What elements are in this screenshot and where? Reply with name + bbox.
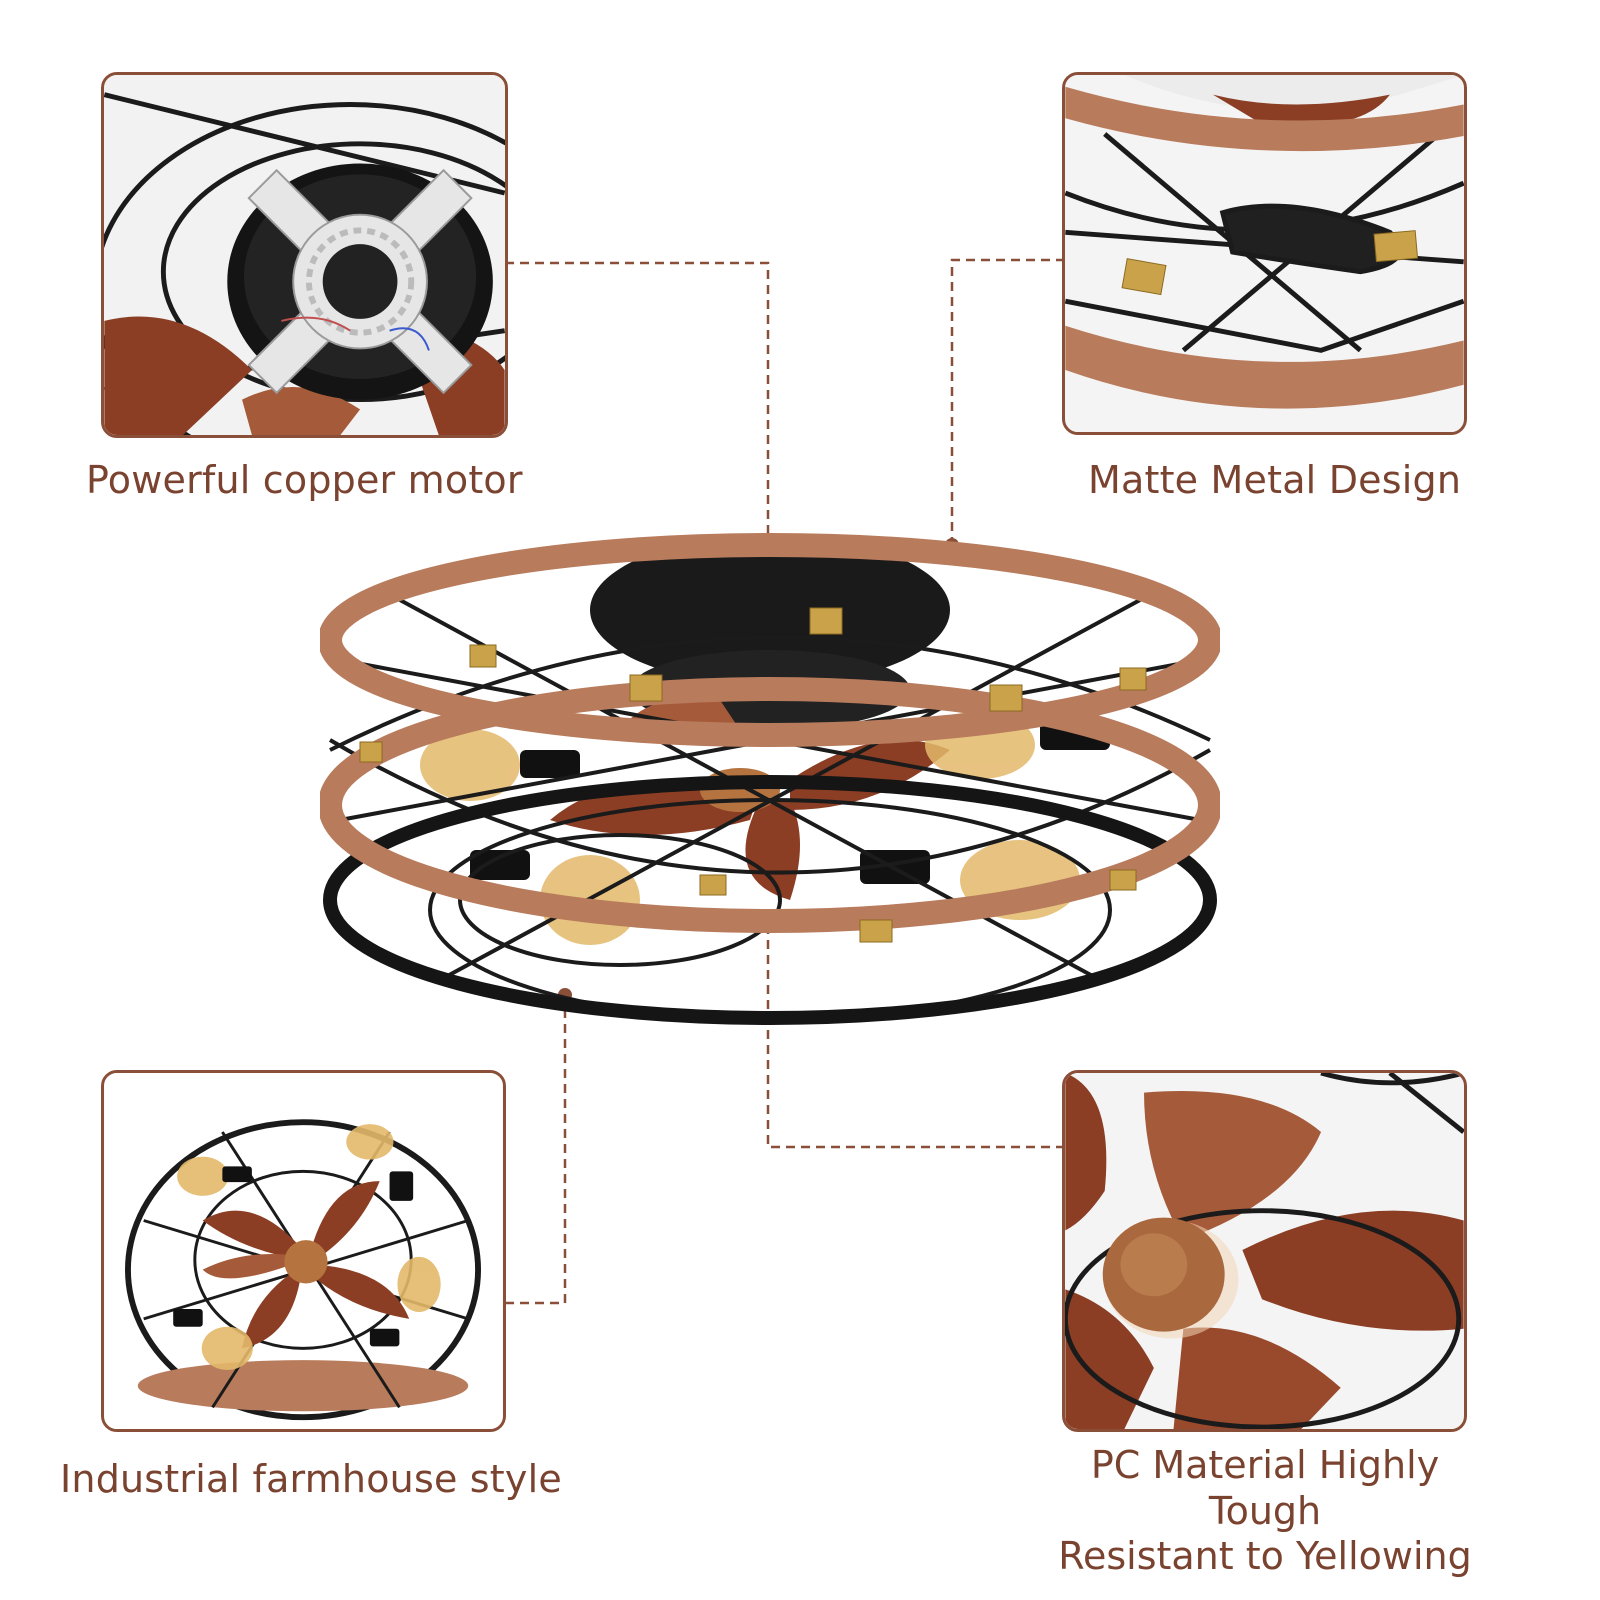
caption-blades-line-1: PC Material Highly Tough [1090,1443,1440,1533]
caption-style: Industrial farmhouse style [60,1457,562,1501]
ceiling-fan-hero-image [320,533,1220,1025]
caption-metal: Matte Metal Design [1088,458,1462,502]
metal-cage-ring-icon [1065,75,1464,432]
style-detail-panel [101,1070,506,1432]
connector-style [505,995,567,1305]
motor-detail-panel [101,72,508,438]
connector-metal [950,258,1065,545]
fan-blade [790,740,950,810]
fan-top-view-icon [104,1073,503,1429]
blades-detail-panel [1062,1070,1467,1432]
caption-motor: Powerful copper motor [86,458,523,502]
motor-housing [590,535,950,685]
metal-detail-panel [1062,72,1467,435]
fan-blade-closeup-icon [1065,1073,1464,1429]
middle-wood-ring [320,677,1220,933]
fan-blade [745,800,800,900]
motor-mounting-bracket-icon [104,75,505,435]
caption-blades-line-2: Resistant to Yellowing [1058,1534,1472,1579]
caption-blades: PC Material Highly Tough Resistant to Ye… [1030,1443,1500,1580]
bottom-black-ring [323,775,1217,1025]
bulb [420,729,520,801]
top-wood-ring [320,533,1220,747]
